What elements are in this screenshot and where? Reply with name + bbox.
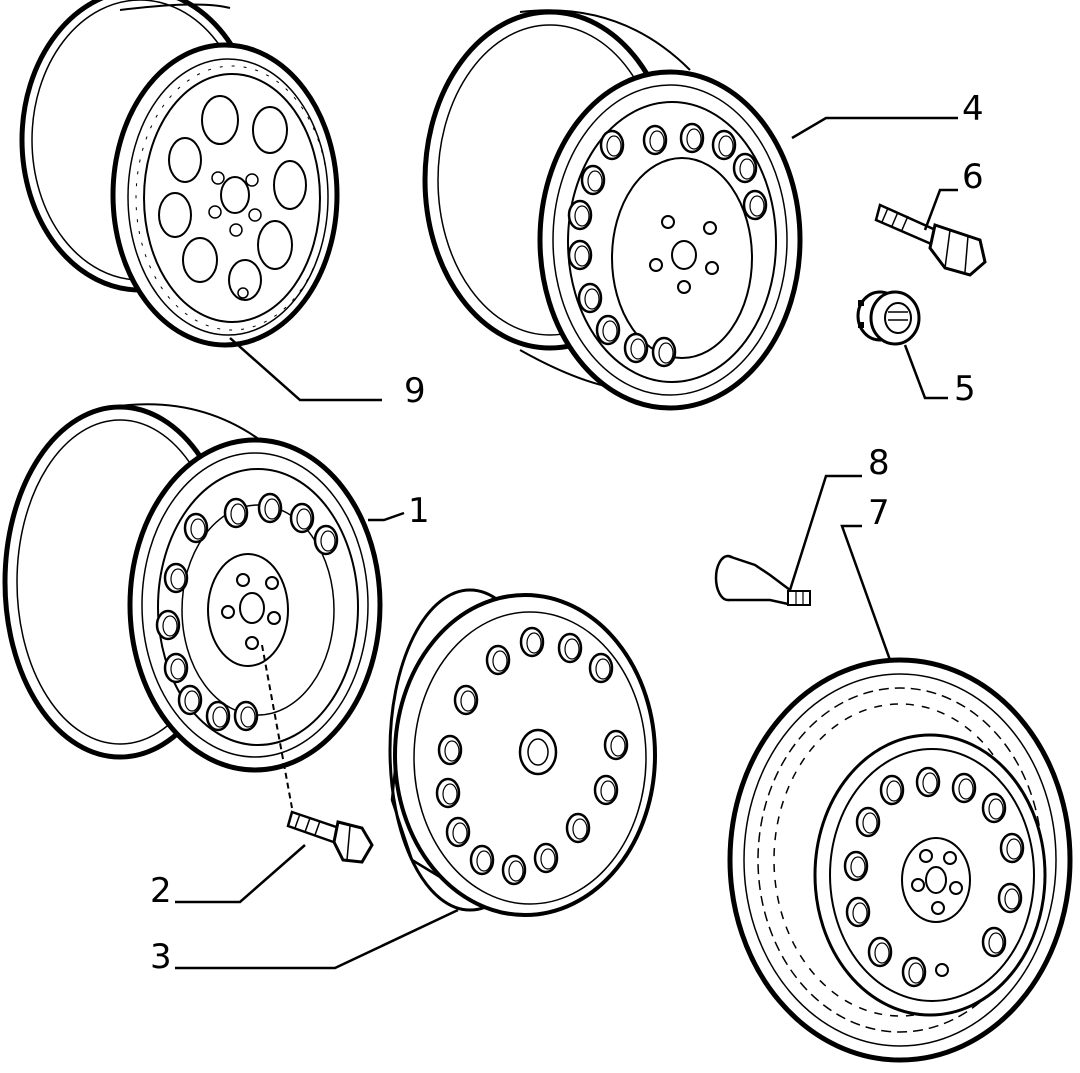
leader-line-4 (791, 116, 958, 140)
callout-4: 4 (962, 89, 984, 129)
leader-line-8 (788, 474, 862, 591)
leader-line-1 (368, 511, 405, 522)
callout-9: 9 (404, 371, 426, 411)
callout-2: 2 (150, 871, 172, 911)
steel-wheel (422, 9, 803, 411)
callout-3: 3 (150, 937, 172, 977)
bolt-axis-dashed-line (261, 644, 293, 809)
leader-line-7 (840, 524, 892, 661)
wheel-with-tyre (727, 657, 1073, 1063)
leader-line-6 (923, 188, 958, 231)
rim-bolt (286, 810, 374, 864)
steel-wheel-rim (2, 403, 383, 773)
leader-line-9 (229, 337, 382, 402)
leader-line-5 (903, 344, 948, 400)
callout-8: 8 (868, 443, 890, 483)
tyre-valve (714, 554, 811, 606)
alloy-wheel (19, 0, 340, 348)
leader-line-3 (175, 908, 459, 970)
center-cap (856, 290, 921, 346)
callout-5: 5 (954, 369, 976, 409)
callout-7: 7 (868, 493, 890, 533)
leader-line-2 (175, 844, 306, 904)
wheel-bolt (874, 203, 987, 277)
callout-1: 1 (408, 491, 430, 531)
hubcap (388, 588, 657, 917)
callout-6: 6 (962, 157, 984, 197)
